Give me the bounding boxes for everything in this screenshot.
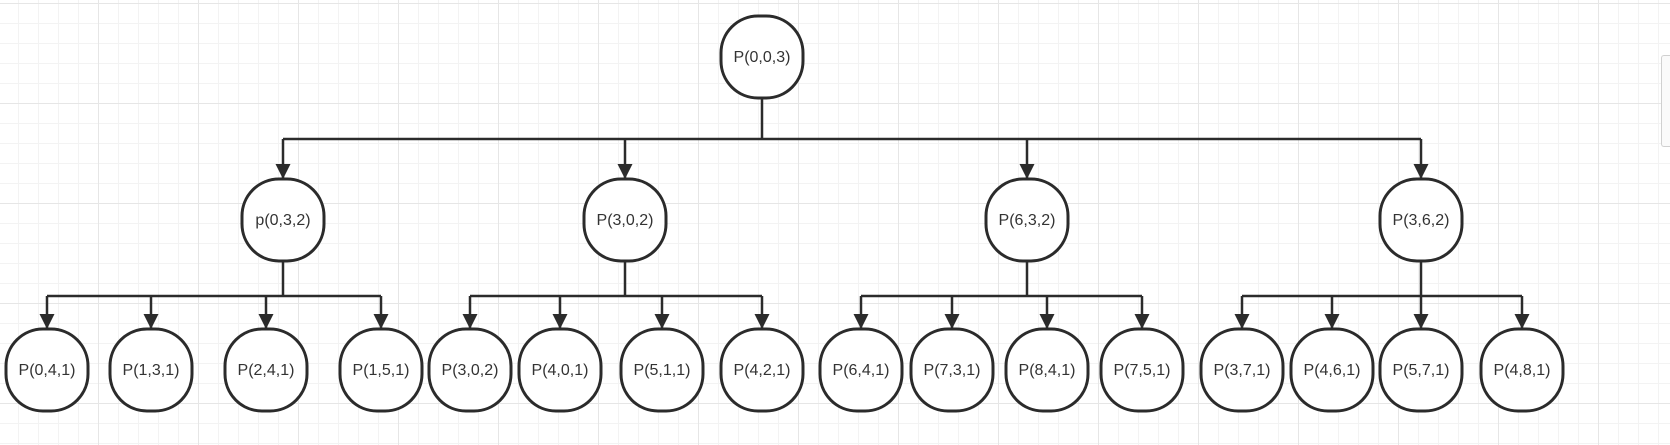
node-shape: [240, 177, 326, 263]
leaf-node[interactable]: P(4,8,1): [1479, 327, 1565, 413]
node-label: P(6,4,1): [833, 362, 890, 379]
level2-node[interactable]: P(3,6,2): [1378, 177, 1464, 263]
node-shape: [619, 327, 705, 413]
level2-node[interactable]: P(6,3,2): [984, 177, 1070, 263]
level2-node[interactable]: P(3,0,2): [582, 177, 668, 263]
node-shape: [4, 327, 90, 413]
node-label: P(5,1,1): [634, 362, 691, 379]
root-connector-bus: [283, 98, 1421, 141]
branch-4-connector-bus: [1242, 261, 1522, 298]
node-shape: [984, 177, 1070, 263]
node-shape: [1378, 327, 1464, 413]
node-shape: [909, 327, 995, 413]
leaf-node[interactable]: P(5,1,1): [619, 327, 705, 413]
node-shape: [1004, 327, 1090, 413]
node-label: P(4,2,1): [734, 362, 791, 379]
node-label: P(6,3,2): [999, 212, 1056, 229]
node-label: P(0,4,1): [19, 362, 76, 379]
node-shape: [108, 327, 194, 413]
node-label: P(3,0,2): [442, 362, 499, 379]
leaf-node[interactable]: P(0,4,1): [4, 327, 90, 413]
node-label: P(1,3,1): [123, 362, 180, 379]
node-shape: [1289, 327, 1375, 413]
leaf-node[interactable]: P(4,2,1): [719, 327, 805, 413]
node-shape: [582, 177, 668, 263]
node-shape: [338, 327, 424, 413]
node-label: P(7,3,1): [924, 362, 981, 379]
node-label: P(5,7,1): [1393, 362, 1450, 379]
node-shape: [1199, 327, 1285, 413]
leaf-node[interactable]: P(1,3,1): [108, 327, 194, 413]
branch-2-connector-bus: [470, 261, 762, 298]
node-shape: [427, 327, 513, 413]
root-node[interactable]: P(0,0,3): [719, 14, 805, 100]
node-label: P(4,6,1): [1304, 362, 1361, 379]
leaf-node[interactable]: P(5,7,1): [1378, 327, 1464, 413]
node-label: P(4,8,1): [1494, 362, 1551, 379]
scrollbar[interactable]: [1661, 55, 1670, 147]
node-label: P(2,4,1): [238, 362, 295, 379]
branch-3-connector-bus: [861, 261, 1142, 298]
connectors: [39, 98, 1530, 329]
node-label: P(3,6,2): [1393, 212, 1450, 229]
node-shape: [223, 327, 309, 413]
node-shape: [1479, 327, 1565, 413]
node-label: P(3,0,2): [597, 212, 654, 229]
leaf-node[interactable]: P(2,4,1): [223, 327, 309, 413]
leaf-node[interactable]: P(8,4,1): [1004, 327, 1090, 413]
leaf-node[interactable]: P(3,0,2): [427, 327, 513, 413]
nodes: P(0,0,3) p(0,3,2) P(0,4,1) P(1,3,1) P(2,4,1)…: [4, 14, 1565, 413]
node-label: P(4,0,1): [532, 362, 589, 379]
leaf-node[interactable]: P(7,3,1): [909, 327, 995, 413]
node-label: p(0,3,2): [255, 212, 310, 229]
leaf-node[interactable]: P(1,5,1): [338, 327, 424, 413]
node-shape: [1378, 177, 1464, 263]
node-shape: [517, 327, 603, 413]
leaf-node[interactable]: P(7,5,1): [1099, 327, 1185, 413]
node-label: P(1,5,1): [353, 362, 410, 379]
leaf-node[interactable]: P(6,4,1): [818, 327, 904, 413]
leaf-node[interactable]: P(3,7,1): [1199, 327, 1285, 413]
node-shape: [1099, 327, 1185, 413]
level2-node[interactable]: p(0,3,2): [240, 177, 326, 263]
node-label: P(0,0,3): [734, 49, 791, 66]
node-label: P(3,7,1): [1214, 362, 1271, 379]
node-shape: [818, 327, 904, 413]
node-label: P(7,5,1): [1114, 362, 1171, 379]
node-shape: [719, 14, 805, 100]
node-shape: [719, 327, 805, 413]
branch-1-connector-bus: [47, 261, 381, 298]
leaf-node[interactable]: P(4,6,1): [1289, 327, 1375, 413]
leaf-node[interactable]: P(4,0,1): [517, 327, 603, 413]
node-label: P(8,4,1): [1019, 362, 1076, 379]
